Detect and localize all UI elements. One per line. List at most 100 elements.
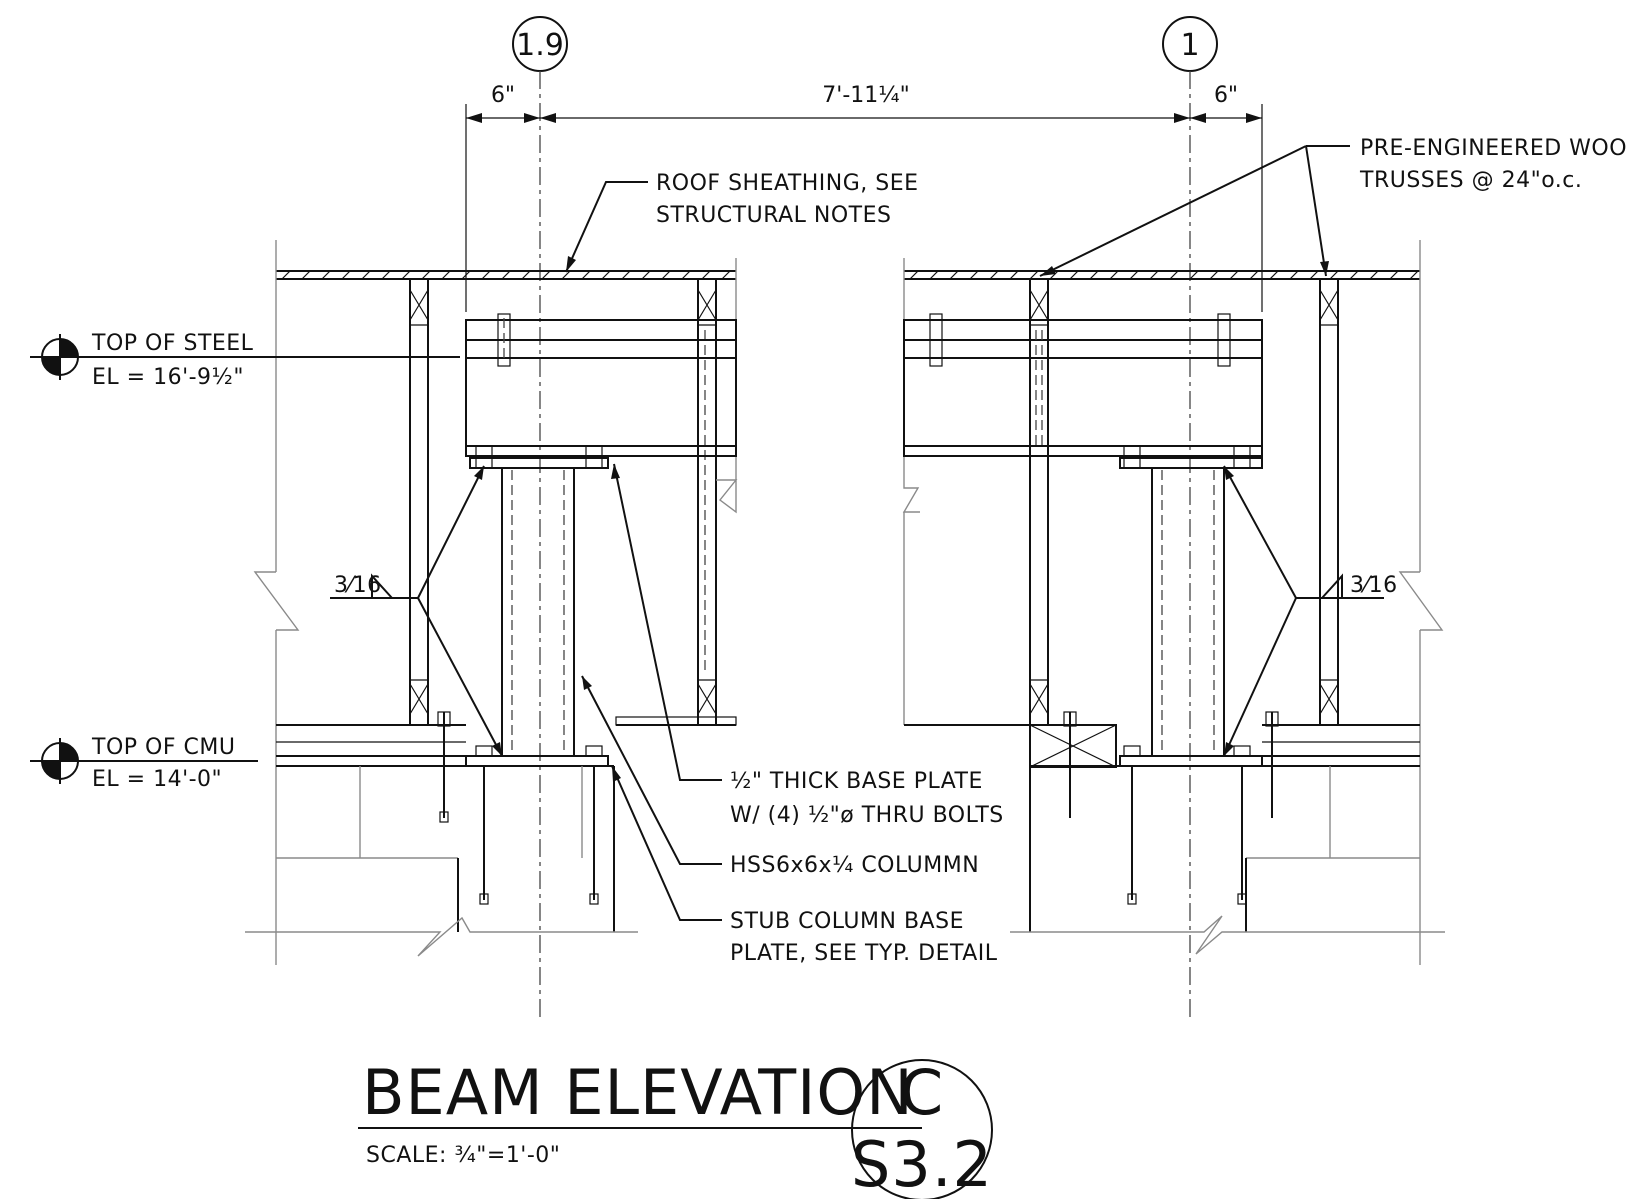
sheathing-hatch <box>1309 270 1319 280</box>
sheathing-hatch <box>601 270 611 280</box>
cmu-wall-right <box>904 724 1445 955</box>
sheathing-hatch <box>1189 270 1199 280</box>
sheathing-hatch <box>581 270 591 280</box>
sheathing-hatch <box>281 270 291 280</box>
callout-line: TRUSSES @ 24"o.c. <box>1359 168 1582 193</box>
elevation-marker-top-of-steel: TOP OF STEEL EL = 16'-9½" <box>30 331 460 390</box>
sheathing-hatch <box>321 270 331 280</box>
drawing-scale: SCALE: ¾"=1'-0" <box>366 1143 560 1168</box>
callout-line: ½" THICK BASE PLATE <box>730 769 983 794</box>
sheathing-hatch <box>1349 270 1359 280</box>
callout-line: PRE-ENGINEERED WOOD <box>1360 136 1627 161</box>
sheathing-hatch <box>521 270 531 280</box>
sheathing-hatch <box>501 270 511 280</box>
sheathing-hatch <box>1409 270 1419 280</box>
dimension-span: 7'-11¼" <box>822 83 909 108</box>
gridline-label: 1 <box>1180 28 1199 63</box>
sheathing-hatch <box>721 270 731 280</box>
callout-line: PLATE, SEE TYP. DETAIL <box>730 941 998 966</box>
callout-line: HSS6x6x¼ COLUMMN <box>730 853 979 878</box>
weld-symbol-left: 3⁄16 <box>330 465 503 757</box>
sheathing-hatch <box>1249 270 1259 280</box>
sheathing-hatch <box>969 270 979 280</box>
sheathing-hatch <box>1089 270 1099 280</box>
hss-column-left <box>465 457 609 767</box>
elevation-marker-top-of-cmu: TOP OF CMU EL = 14'-0" <box>30 735 258 792</box>
left-wall <box>253 240 300 965</box>
weld-symbol-right: 3⁄16 <box>1223 465 1398 757</box>
sheathing-hatch <box>621 270 631 280</box>
dimension-left: 6" <box>491 83 515 108</box>
sheathing-hatch <box>421 270 431 280</box>
sheathing-hatch <box>1049 270 1059 280</box>
weld-size-label: 3⁄16 <box>334 573 382 598</box>
callout-roof-sheathing: ROOF SHEATHING, SEE STRUCTURAL NOTES <box>565 171 919 273</box>
elevation-value: EL = 14'-0" <box>92 767 222 792</box>
sheathing-hatch <box>1229 270 1239 280</box>
sheathing-hatch <box>641 270 651 280</box>
sheathing-hatch <box>1129 270 1139 280</box>
sheathing-hatch <box>1169 270 1179 280</box>
sheathing-hatch <box>301 270 311 280</box>
sheathing-hatch <box>481 270 491 280</box>
sheet-id: S3.2 <box>851 1128 993 1199</box>
gridline-1: 1 <box>1162 16 1218 1020</box>
gridline-1-9: 1.9 <box>512 16 568 1020</box>
callout-base-plate: ½" THICK BASE PLATE W/ (4) ½"ø THRU BOLT… <box>611 463 1004 828</box>
callout-trusses: PRE-ENGINEERED WOOD TRUSSES @ 24"o.c. <box>1039 136 1627 277</box>
sheathing-hatch <box>341 270 351 280</box>
sheathing-hatch <box>949 270 959 280</box>
drawing-title: BEAM ELEVATION <box>362 1056 914 1129</box>
sheathing-hatch <box>1009 270 1019 280</box>
thru-bolts-left <box>437 445 603 905</box>
sheathing-hatch <box>1369 270 1379 280</box>
sheathing-hatch <box>1289 270 1299 280</box>
sheathing-hatch <box>681 270 691 280</box>
elevation-name: TOP OF CMU <box>91 735 235 760</box>
right-wall <box>1398 240 1444 965</box>
sheathing-hatch <box>401 270 411 280</box>
break-line-right-truss <box>902 258 920 725</box>
detail-bubble <box>851 1059 993 1199</box>
sheathing-hatch <box>1069 270 1079 280</box>
sheathing-hatch <box>989 270 999 280</box>
callout-line: ROOF SHEATHING, SEE <box>656 171 919 196</box>
wood-truss-right-1 <box>1029 278 1049 726</box>
sheathing-hatch <box>1029 270 1039 280</box>
callout-line: W/ (4) ½"ø THRU BOLTS <box>730 803 1004 828</box>
steel-beam-left <box>465 313 737 457</box>
dimension-string: 6" 7'-11¼" 6" <box>465 83 1263 312</box>
title-block: BEAM ELEVATION SCALE: ¾"=1'-0" C S3.2 <box>358 1056 993 1199</box>
sheathing-hatch <box>461 270 471 280</box>
sheathing-hatch <box>701 270 711 280</box>
dimension-right: 6" <box>1214 83 1238 108</box>
sheathing-hatch <box>929 270 939 280</box>
sheathing-hatch <box>541 270 551 280</box>
wood-truss-right-2 <box>1319 278 1339 726</box>
cmu-wall-left <box>245 716 737 957</box>
elevation-name: TOP OF STEEL <box>91 331 254 356</box>
callout-line: STUB COLUMN BASE <box>730 909 964 934</box>
sheathing-hatch <box>1329 270 1339 280</box>
sheathing-hatch <box>561 270 571 280</box>
wood-truss-left-1 <box>409 278 429 726</box>
callout-column: HSS6x6x¼ COLUMMN <box>581 675 979 878</box>
hss-column-right <box>1119 457 1263 767</box>
gridline-label: 1.9 <box>516 28 564 63</box>
sheathing-hatch <box>361 270 371 280</box>
sheathing-hatch <box>441 270 451 280</box>
sheathing-hatch <box>909 270 919 280</box>
sheathing-hatch <box>661 270 671 280</box>
detail-id: C <box>900 1056 944 1129</box>
steel-beam-right <box>903 313 1263 457</box>
weld-size-label: 3⁄16 <box>1350 573 1398 598</box>
wood-truss-left-2 <box>697 278 717 726</box>
sheathing-hatch <box>1149 270 1159 280</box>
callout-stub-plate: STUB COLUMN BASE PLATE, SEE TYP. DETAIL <box>611 765 998 966</box>
callout-line: STRUCTURAL NOTES <box>656 203 891 228</box>
sheathing-hatch <box>381 270 391 280</box>
thru-bolts-right <box>1063 445 1279 905</box>
roof-sheathing <box>276 270 1420 280</box>
elevation-value: EL = 16'-9½" <box>92 365 244 390</box>
sheathing-hatch <box>1389 270 1399 280</box>
